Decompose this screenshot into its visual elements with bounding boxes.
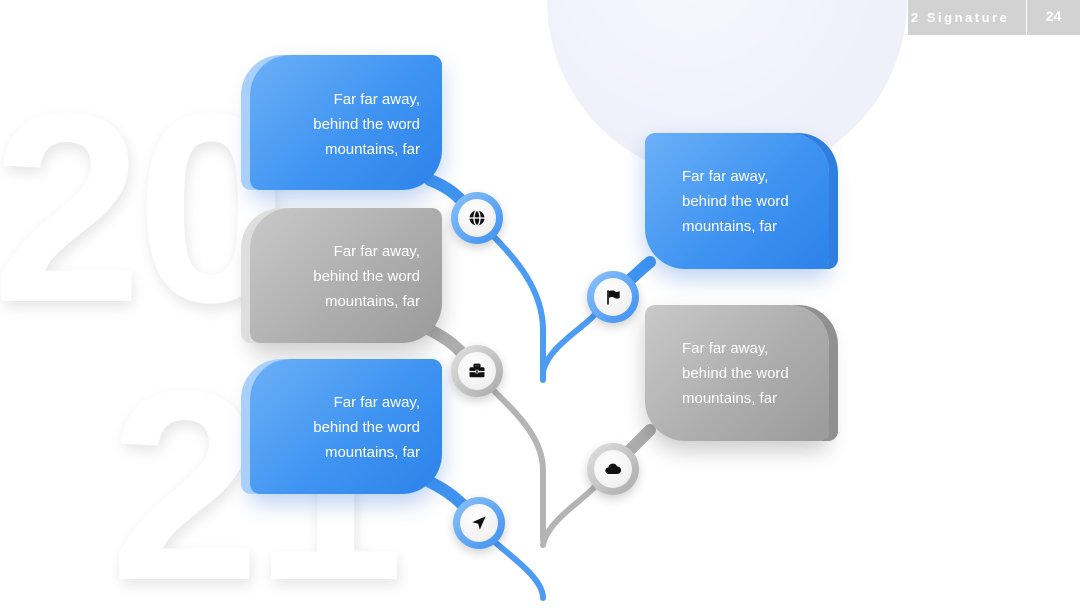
send-arrow-icon [472, 516, 486, 530]
header-brand: 2 Signature [908, 0, 1026, 35]
node-briefcase [451, 345, 503, 397]
bubble-5-line-1: Far far away, [682, 340, 769, 357]
bubble-2-line-1: Far far away, [333, 243, 420, 260]
branch-5 [540, 479, 601, 548]
bubble-item-1: Far far away, behind the word mountains,… [250, 55, 442, 190]
bubble-item-4: Far far away, behind the word mountains,… [645, 133, 829, 269]
page-number: 24 [1027, 0, 1080, 35]
bubble-1-line-3: mountains, far [324, 141, 420, 158]
bubble-item-2: Far far away, behind the word mountains,… [250, 208, 442, 343]
branch-3 [485, 532, 546, 601]
bubble-2-line-2: behind the word [313, 268, 420, 285]
node-flag [587, 271, 639, 323]
bubble-4-line-3: mountains, far [682, 218, 778, 235]
bubble-item-3: Far far away, behind the word mountains,… [250, 359, 442, 494]
node-send [453, 497, 505, 549]
bubble-item-5: Far far away, behind the word mountains,… [645, 305, 829, 441]
bubble-3-line-1: Far far away, [333, 394, 420, 411]
bubble-1-line-2: behind the word [313, 116, 420, 133]
bubble-3-line-3: mountains, far [324, 444, 420, 461]
bubble-4-line-1: Far far away, [682, 168, 769, 185]
bubble-2-line-3: mountains, far [324, 293, 420, 310]
node-cloud [587, 443, 639, 495]
globe-icon [469, 209, 485, 227]
header-divider [1026, 0, 1027, 35]
node-globe [451, 192, 503, 244]
bubble-4-line-2: behind the word [682, 193, 789, 210]
briefcase-icon [469, 363, 485, 378]
branch-4 [540, 307, 601, 375]
bubble-5-line-2: behind the word [682, 365, 789, 382]
cloud-icon [605, 463, 622, 475]
bubble-1-line-1: Far far away, [333, 91, 420, 108]
flag-icon [607, 290, 620, 305]
bubble-3-line-2: behind the word [313, 419, 420, 436]
bubble-5-line-3: mountains, far [682, 390, 778, 407]
background-year-top: 20 [0, 58, 286, 359]
